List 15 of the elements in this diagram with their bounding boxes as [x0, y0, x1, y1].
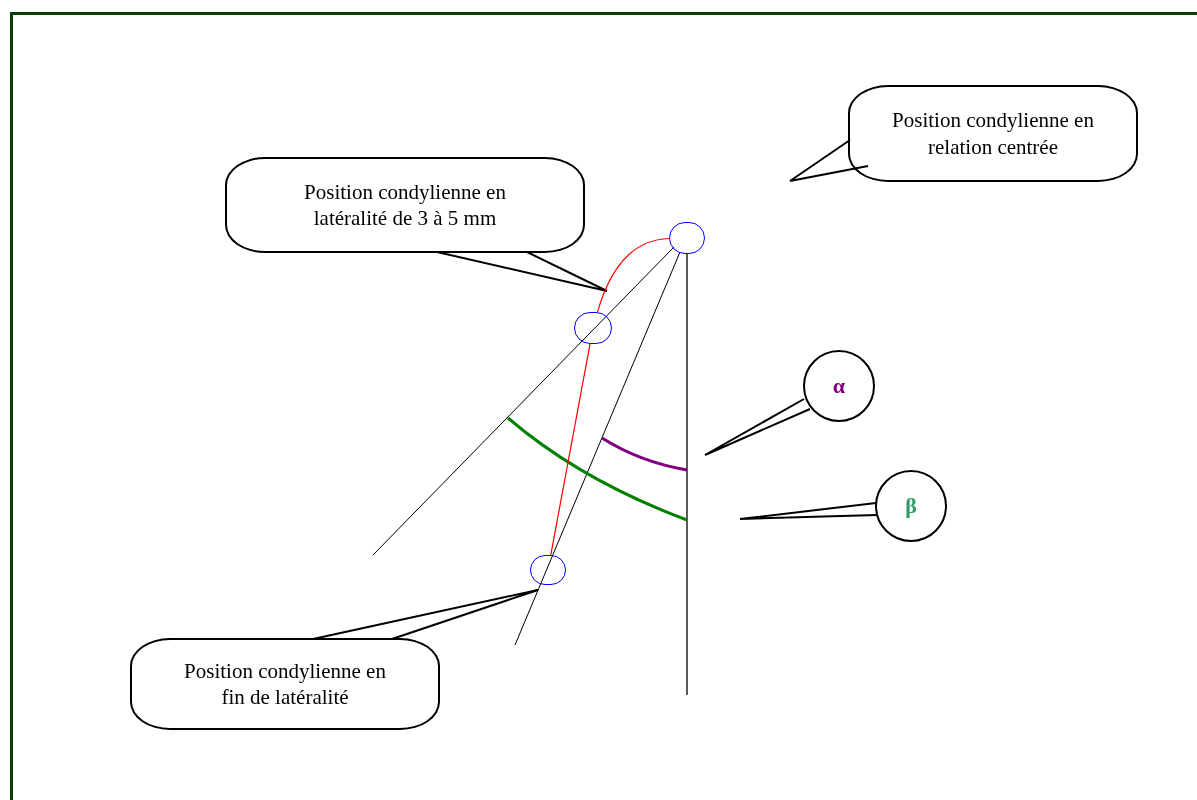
callout-pointer — [704, 398, 811, 456]
angle-symbol: β — [905, 492, 917, 520]
speech-bubble — [848, 85, 1138, 182]
callout-text: Position condylienne en fin de latéralité — [183, 657, 387, 711]
condyle-path-curve — [596, 237, 670, 314]
callout-pointer — [789, 139, 869, 182]
speech-bubble — [130, 638, 440, 730]
callout-pointer — [739, 502, 878, 520]
callout-pointer — [312, 589, 539, 640]
speech-bubble — [225, 157, 585, 253]
callout-text: Position condylienne en latéralité de 3 à 5 mm — [303, 178, 507, 232]
angle-symbol: α — [832, 372, 846, 400]
callout-text: Position condylienne en relation centrée — [891, 107, 1095, 160]
callout-pointer — [436, 251, 608, 292]
condyle-path-curve — [550, 343, 591, 556]
